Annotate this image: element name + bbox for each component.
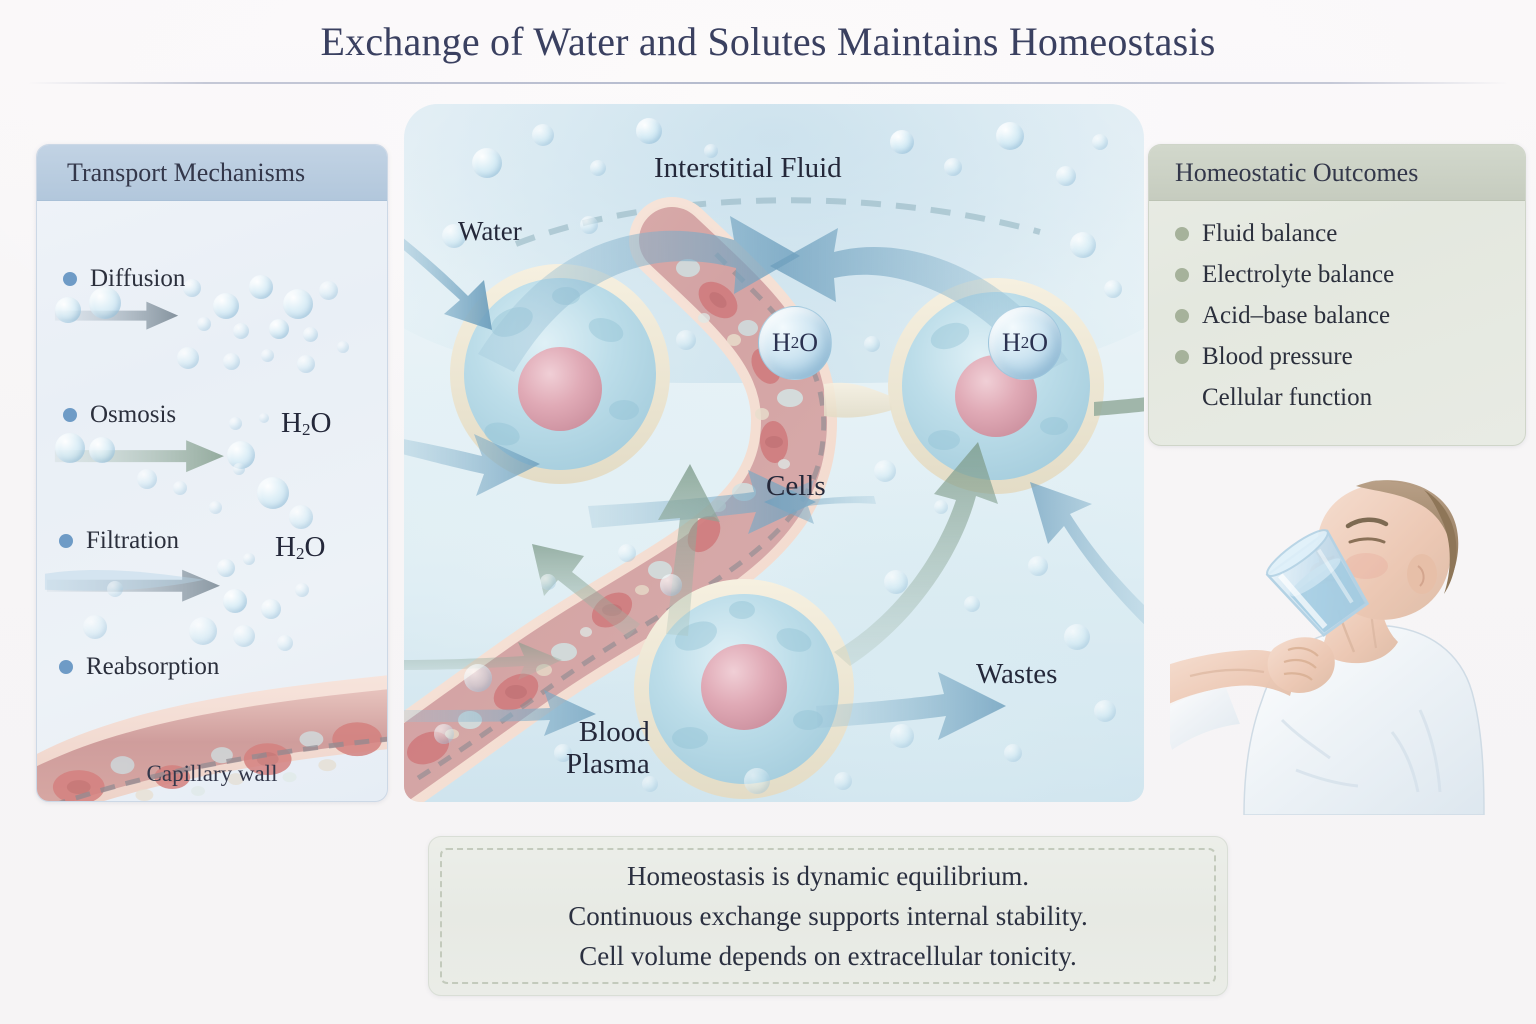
homeostatic-outcomes-panel: Homeostatic Outcomes Fluid balance Elect…: [1148, 144, 1526, 446]
bullet-dot-icon: [63, 408, 77, 422]
transport-mechanisms-panel: Transport Mechanisms: [36, 144, 388, 802]
homeostatic-outcomes-body: Fluid balance Electrolyte balance Acid–b…: [1149, 201, 1525, 445]
transport-item-reabsorption[interactable]: Reabsorption: [59, 653, 219, 681]
transport-mechanisms-body: Diffusion Osmosis Filtration Reabsorptio…: [37, 201, 387, 801]
outcome-item-label: Fluid balance: [1202, 219, 1338, 247]
caption-line-3: Cell volume depends on extracellular ton…: [579, 940, 1077, 971]
outcome-item-cellular-function[interactable]: Cellular function: [1149, 377, 1525, 418]
osmosis-h2o-label: H2O: [281, 407, 332, 439]
blood-plasma-line2: Plasma: [566, 748, 650, 781]
wastes-label: Wastes: [976, 658, 1058, 690]
transport-item-osmosis[interactable]: Osmosis: [63, 401, 176, 429]
bullet-dot-icon: [59, 660, 73, 674]
transport-item-label: Filtration: [86, 527, 180, 554]
outcome-item-label: Cellular function: [1202, 383, 1373, 411]
title-divider: [28, 82, 1508, 84]
blood-plasma-label: Blood Plasma: [566, 716, 650, 781]
outcome-item-label: Blood pressure: [1202, 342, 1353, 370]
transport-item-label: Osmosis: [90, 401, 177, 428]
outcome-item-fluid-balance[interactable]: Fluid balance: [1149, 213, 1525, 254]
summary-caption-box: Homeostasis is dynamic equilibrium. Cont…: [428, 836, 1228, 996]
interstitial-fluid-stage: Interstitial Fluid Water Cells Wastes Bl…: [404, 104, 1144, 802]
outcome-item-acid-base-balance[interactable]: Acid–base balance: [1149, 295, 1525, 336]
transport-illustration: [37, 301, 387, 801]
cell-lower-centre: [634, 579, 854, 799]
blood-plasma-line1: Blood: [578, 716, 650, 748]
transport-item-label: Diffusion: [90, 265, 186, 292]
bullet-dot-icon: [1175, 308, 1189, 323]
transport-item-label: Reabsorption: [86, 653, 220, 680]
bullet-dot-icon: [1175, 226, 1189, 241]
bullet-dot-icon: [1175, 349, 1189, 364]
caption-line-1: Homeostasis is dynamic equilibrium.: [627, 860, 1029, 891]
outcome-item-label: Acid–base balance: [1202, 301, 1391, 329]
water-label: Water: [458, 216, 522, 246]
page-title-wrap: Exchange of Water and Solutes Maintains …: [0, 18, 1536, 65]
transport-mechanisms-heading: Transport Mechanisms: [37, 145, 387, 201]
filtration-h2o-label: H2O: [275, 531, 326, 563]
interstitial-fluid-label: Interstitial Fluid: [654, 152, 842, 184]
transport-item-filtration[interactable]: Filtration: [59, 527, 179, 555]
cell-exchange-illustration: [404, 197, 1144, 802]
bullet-dot-icon: [59, 534, 73, 548]
bullet-dot-icon: [1175, 267, 1189, 282]
homeostatic-outcomes-heading: Homeostatic Outcomes: [1149, 145, 1525, 201]
outcome-item-electrolyte-balance[interactable]: Electrolyte balance: [1149, 254, 1525, 295]
transport-item-diffusion[interactable]: Diffusion: [63, 265, 185, 293]
caption-line-2: Continuous exchange supports internal st…: [568, 900, 1088, 931]
page-title: Exchange of Water and Solutes Maintains …: [320, 19, 1216, 64]
person-drinking-water-illustration: [1170, 480, 1485, 815]
capillary-wall-label: Capillary wall: [146, 761, 278, 786]
outcome-item-label: Electrolyte balance: [1202, 260, 1395, 288]
summary-caption-inner: Homeostasis is dynamic equilibrium. Cont…: [440, 848, 1216, 984]
outcome-item-blood-pressure[interactable]: Blood pressure: [1149, 336, 1525, 377]
bullet-dot-icon: [63, 272, 77, 286]
cells-label: Cells: [766, 470, 826, 502]
